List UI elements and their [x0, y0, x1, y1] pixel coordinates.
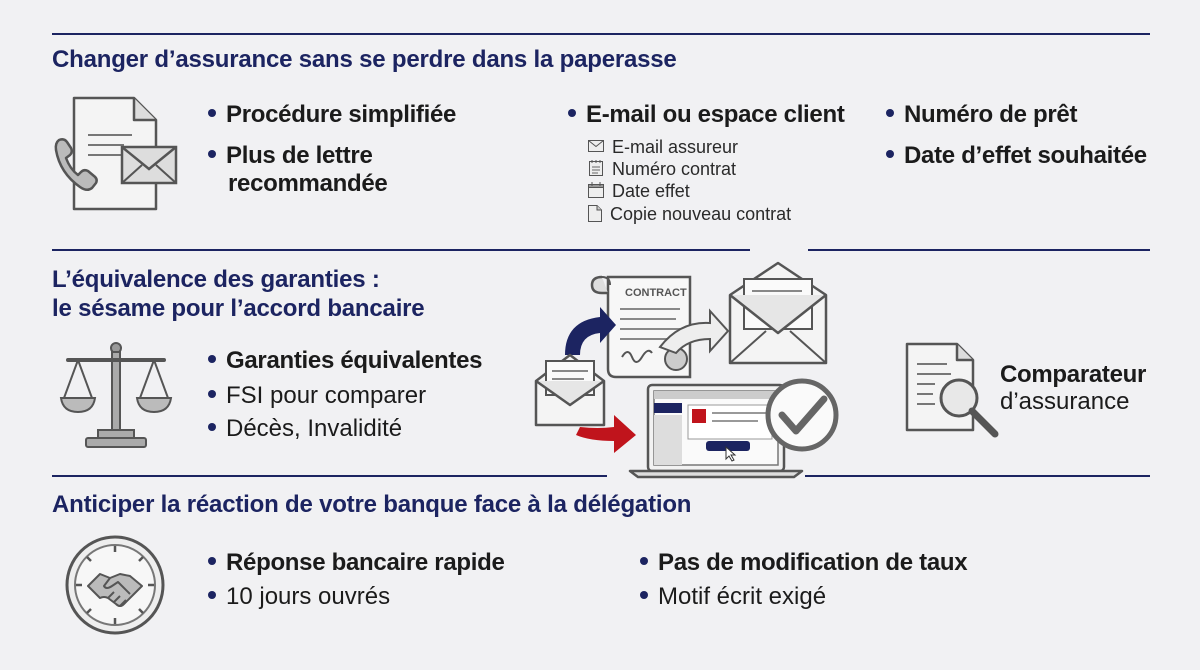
contract-exchange-illustration: CONTRACT: [534, 261, 839, 479]
sub-item-date-effet: Date effet: [588, 180, 690, 202]
fsi-pour-comparer-bullet: FSI pour comparer: [208, 381, 426, 410]
laptop: [628, 383, 804, 479]
section-1-top-rule: [52, 33, 1150, 35]
assurance-label: d’assurance: [1000, 388, 1130, 415]
deces-invalidite-bullet: Décès, Invalidité: [208, 414, 402, 443]
10-jours-ouvres-bullet: 10 jours ouvrés: [208, 582, 390, 611]
gray-arrow: [658, 308, 730, 355]
envelope-icon: [588, 140, 604, 153]
garanties-equivalentes-bullet: Garanties équivalentes: [208, 346, 482, 375]
comparateur-label: Comparateur: [1000, 361, 1147, 388]
section-1-title: Changer d’assurance sans se perdre dans …: [52, 46, 677, 73]
pas-de-modification-de-taux-bullet: Pas de modification de taux: [640, 548, 968, 577]
section-3-top-rule-left: [52, 475, 607, 477]
clock-handshake-icon: [65, 535, 165, 635]
phone-document-envelope-icon: [54, 96, 178, 211]
document-magnifier-icon: [905, 342, 999, 438]
red-arrow: [576, 415, 636, 453]
plus-de-lettre-bullet: Plus de lettre: [208, 141, 373, 170]
blue-arrow: [565, 307, 616, 355]
balance-scale-icon: [59, 342, 173, 448]
notepad-icon: [589, 160, 603, 177]
calendar-icon: [588, 182, 604, 199]
section-2-top-rule-right: [808, 249, 1150, 251]
contract-document: CONTRACT: [590, 275, 692, 379]
open-envelope-left: [534, 353, 606, 427]
recommandee-text: recommandée: [228, 170, 388, 197]
procedure-simplifiee-bullet: Procédure simplifiée: [208, 100, 456, 129]
sub-item-numero-contrat: Numéro contrat: [588, 158, 736, 180]
reponse-bancaire-rapide-bullet: Réponse bancaire rapide: [208, 548, 505, 577]
sub-item-email-assureur: E-mail assureur: [588, 136, 738, 158]
document-icon: [588, 204, 602, 222]
date-effet-souhaitee-bullet: Date d’effet souhaitée: [886, 141, 1147, 170]
check-circle-icon: [765, 378, 839, 452]
motif-ecrit-exige-bullet: Motif écrit exigé: [640, 582, 826, 611]
contract-label: CONTRACT: [625, 287, 687, 299]
sub-item-copie-nouveau-contrat: Copie nouveau contrat: [588, 203, 791, 225]
section-3-title: Anticiper la réaction de votre banque fa…: [52, 491, 692, 518]
open-envelope-right: [728, 261, 828, 365]
section-2-title-line-1: L’équivalence des garanties :: [52, 266, 380, 293]
email-ou-espace-client-bullet: E-mail ou espace client: [568, 100, 845, 129]
section-2-title-line-2: le sésame pour l’accord bancaire: [52, 295, 425, 322]
section-2-top-rule-left: [52, 249, 750, 251]
section-3-top-rule-right: [805, 475, 1150, 477]
numero-de-pret-bullet: Numéro de prêt: [886, 100, 1077, 129]
